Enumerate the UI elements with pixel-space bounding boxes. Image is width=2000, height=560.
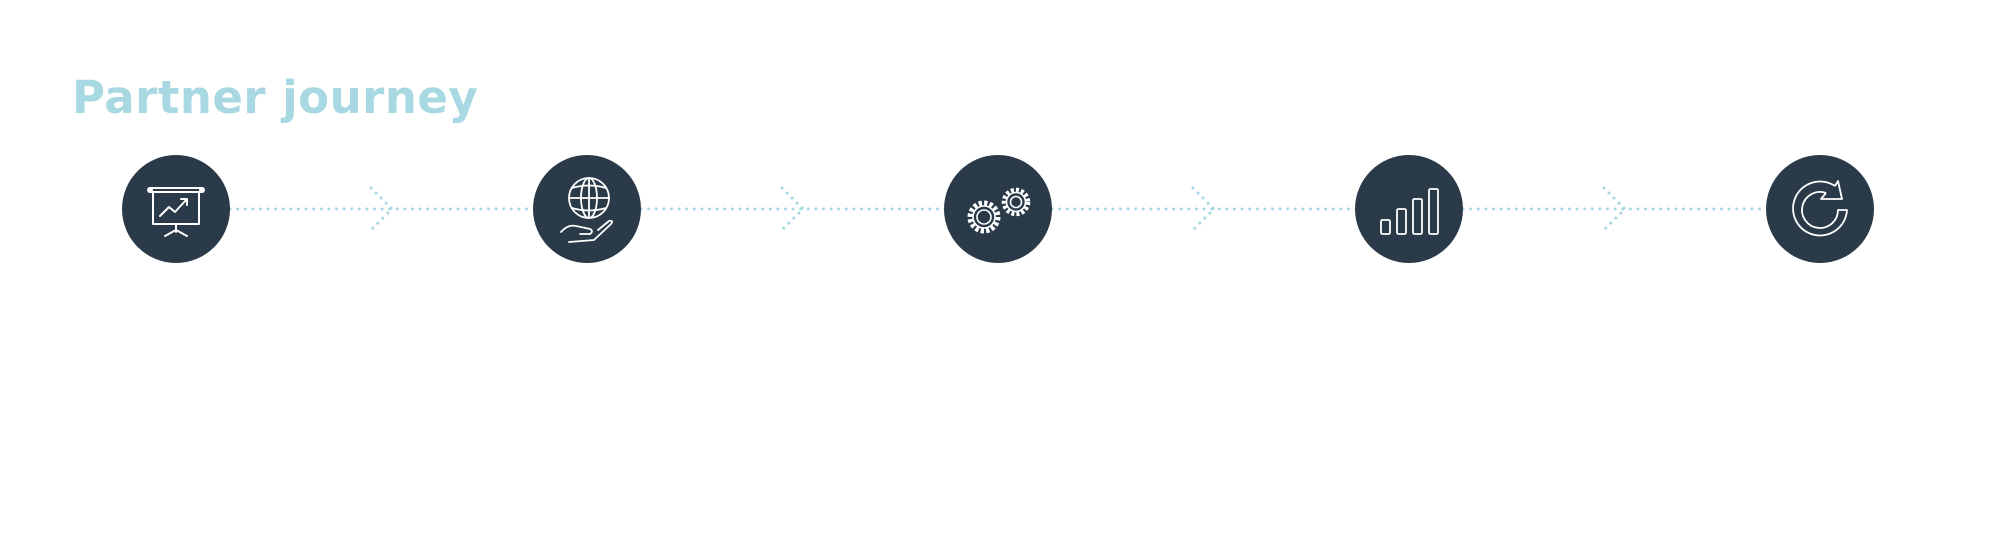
chevrons xyxy=(369,186,1628,232)
step-gears xyxy=(944,155,1052,263)
step-refresh xyxy=(1766,155,1874,263)
refresh-cycle-icon xyxy=(1792,180,1848,237)
presentation-chart-icon xyxy=(147,187,205,237)
step-presentation xyxy=(122,155,230,263)
globe-in-hand-icon xyxy=(560,177,614,243)
chevron-right-icon xyxy=(1602,186,1628,232)
step-globe xyxy=(533,155,641,263)
step-circle xyxy=(1766,155,1874,263)
step-circle xyxy=(533,155,641,263)
chevron-right-icon xyxy=(1191,186,1217,232)
step-circle xyxy=(122,155,230,263)
page-title: Partner journey xyxy=(72,71,479,124)
bar-chart-signal-icon xyxy=(1380,188,1439,235)
step-bar-chart xyxy=(1355,155,1463,263)
chevron-right-icon xyxy=(780,186,806,232)
step-circle xyxy=(1355,155,1463,263)
gears-icon xyxy=(967,187,1031,234)
chevron-right-icon xyxy=(369,186,395,232)
